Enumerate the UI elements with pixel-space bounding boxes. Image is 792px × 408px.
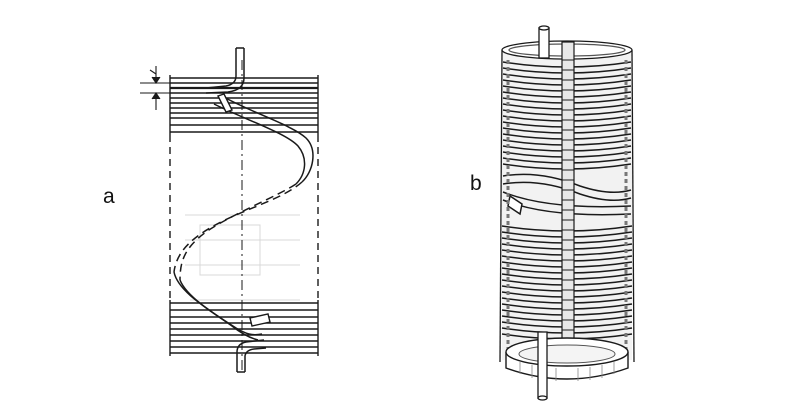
coil-schematic-a bbox=[140, 47, 319, 373]
cylinder-outline bbox=[169, 75, 319, 356]
top-winding-band bbox=[170, 77, 318, 133]
panel-label-a: a bbox=[103, 185, 115, 208]
cylinder-right-edge bbox=[631, 49, 635, 363]
cylinder-left-edge bbox=[499, 49, 503, 363]
helix-transition-strips bbox=[502, 173, 632, 216]
top-lead-rod bbox=[538, 25, 550, 59]
panel-label-b: b bbox=[470, 172, 482, 195]
bottom-winding-band bbox=[170, 302, 318, 354]
vertical-spacer-strip bbox=[561, 41, 575, 363]
coil-perspective-b bbox=[499, 25, 635, 401]
conductor-tab-top bbox=[217, 93, 233, 113]
thickness-dimension-marker bbox=[140, 66, 170, 110]
helical-conductor-strip bbox=[173, 95, 314, 341]
bottom-ring-base bbox=[505, 337, 629, 381]
bottom-lead-rod bbox=[537, 331, 548, 401]
top-lead-wire bbox=[205, 47, 245, 94]
bottom-lead-wire bbox=[236, 339, 267, 373]
conductor-tab-bottom bbox=[249, 313, 271, 327]
right-edge-shading bbox=[506, 60, 628, 350]
